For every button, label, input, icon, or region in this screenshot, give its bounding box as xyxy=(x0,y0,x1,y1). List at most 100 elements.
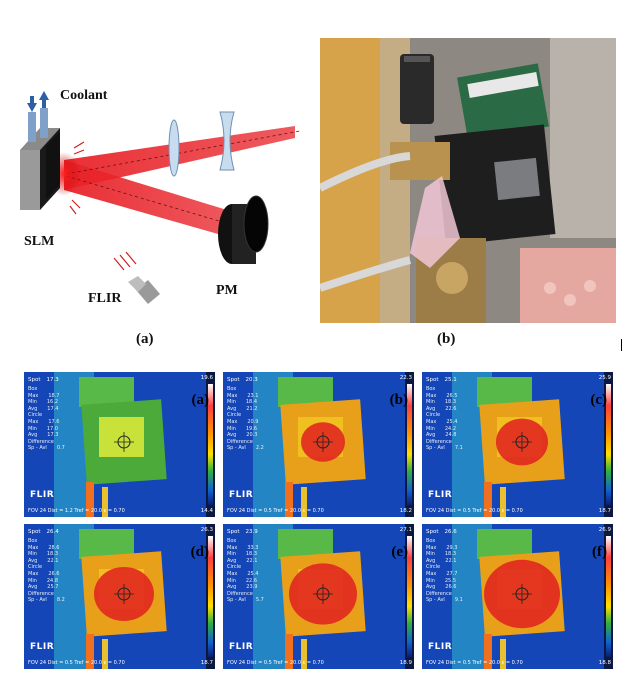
readout-key: Circle xyxy=(227,564,242,571)
panel-label-f: (f) xyxy=(592,544,607,560)
readout-line: Circle xyxy=(426,412,463,419)
scale-max-value: 19.6 xyxy=(200,375,213,381)
readout-key: Min xyxy=(227,577,236,584)
readout-line: Avg 26.6 xyxy=(426,584,463,591)
readout-key: Avg xyxy=(426,584,436,591)
readout-line: Circle xyxy=(227,564,264,571)
readout-line: Box xyxy=(426,386,463,393)
readout-key: Avg xyxy=(426,557,436,564)
readout-line: Difference xyxy=(227,591,264,598)
readout-line: Circle xyxy=(28,564,65,571)
readout-line: Circle xyxy=(28,412,65,419)
readout-value: 0.7 xyxy=(56,445,65,452)
flir-label: FLIR xyxy=(88,291,122,306)
scale-max-value: 26.3 xyxy=(200,527,213,533)
spot-label: Spot xyxy=(28,377,41,383)
readout-key: Avg xyxy=(28,432,38,439)
readout-value: 18.4 xyxy=(245,399,258,406)
pm-label: PM xyxy=(216,283,238,298)
readout-value: 17.6 xyxy=(48,418,60,425)
readout-key: Difference xyxy=(28,438,54,445)
readout-key: Circle xyxy=(426,564,441,571)
readout-line: Max 28.6 xyxy=(28,545,65,552)
readout-key: Circle xyxy=(28,412,43,419)
readout-value: 19.6 xyxy=(245,425,258,432)
camera-status-bar: FOV 24 Dist = 1.2 Tref = 20.0 ε = 0.70 xyxy=(28,508,125,514)
readout-key: Max xyxy=(227,570,238,577)
panel-label-d: (d) xyxy=(190,544,209,560)
spot-value: 17.3 xyxy=(46,377,59,383)
readout-line: Box xyxy=(227,538,264,545)
readout-key: Max xyxy=(28,544,39,551)
readout-key: Max xyxy=(28,392,39,399)
scale-max-value: 22.3 xyxy=(399,375,412,381)
readout-value: 16.2 xyxy=(46,399,59,406)
readout-value: 18.3 xyxy=(245,551,258,558)
readout-key: Min xyxy=(28,399,37,406)
optical-setup-diagram: Coolant SLM FLIR PM (a) xyxy=(20,88,301,347)
spot-label: Spot xyxy=(28,529,41,535)
readout-key: Box xyxy=(426,386,436,392)
readout-key: Circle xyxy=(426,412,441,419)
camera-status-bar: FOV 24 Dist = 0.5 Tref = 20.0 ε = 0.70 xyxy=(227,508,324,514)
flir-logo: FLIR xyxy=(30,642,55,652)
scale-min-value: 18.7 xyxy=(200,660,213,666)
thermal-image-e xyxy=(223,524,414,669)
readout-key: Sp - Avl xyxy=(426,597,445,604)
spot-readout: Spot 17.3 xyxy=(28,377,59,383)
readout-value: 24.8 xyxy=(46,577,59,584)
readout-key: Sp - Avl xyxy=(426,445,445,452)
readout-line: Min 16.2 xyxy=(28,399,65,406)
readout-key: Min xyxy=(28,551,37,558)
readout-key: Avg xyxy=(426,405,436,412)
readout-value: 28.6 xyxy=(48,544,60,551)
panel-label-b: (b) xyxy=(389,392,408,408)
camera-status-bar: FOV 24 Dist = 0.5 Tref = 20.0 ε = 0.70 xyxy=(426,508,523,514)
heat-arrows-slm xyxy=(69,141,85,215)
scale-min-value: 18.9 xyxy=(399,660,412,666)
lens-convex xyxy=(168,119,180,177)
readout-key: Sp - Avl xyxy=(227,597,246,604)
readout-value: 2.2 xyxy=(255,445,264,452)
readout-line: Box xyxy=(28,538,65,545)
readout-key: Difference xyxy=(426,438,452,445)
camera-status-bar: FOV 24 Dist = 0.5 Tref = 20.0 ε = 0.70 xyxy=(28,660,125,666)
readout-value: 22.1 xyxy=(445,557,457,564)
readout-value: 17.3 xyxy=(47,432,59,439)
camera-status-bar: FOV 24 Dist = 0.5 Tref = 20.0 ε = 0.70 xyxy=(426,660,523,666)
thermal-image-f xyxy=(422,524,613,669)
readout-value: 18.3 xyxy=(46,551,59,558)
readout-line: Difference xyxy=(426,439,463,446)
scale-max-value: 27.1 xyxy=(399,527,412,533)
thermal-panel-d: 26.3 18.7 (d) FLIR FOV 24 Dist = 0.5 Tref = … xyxy=(24,524,215,669)
readout-value: 8.2 xyxy=(56,597,65,604)
scale-max-value: 26.9 xyxy=(598,527,611,533)
spot-value: 26.6 xyxy=(444,529,457,535)
readout-value: 22.1 xyxy=(246,557,258,564)
temperature-palette xyxy=(208,536,213,657)
readout-value: 26.6 xyxy=(445,584,457,591)
readout-key: Avg xyxy=(426,432,436,439)
scale-min-value: 18.8 xyxy=(598,660,611,666)
readout-key: Difference xyxy=(28,590,54,597)
readout-line: Avg 22.1 xyxy=(426,558,463,565)
readout-key: Box xyxy=(227,386,237,392)
flir-logo: FLIR xyxy=(30,490,55,500)
